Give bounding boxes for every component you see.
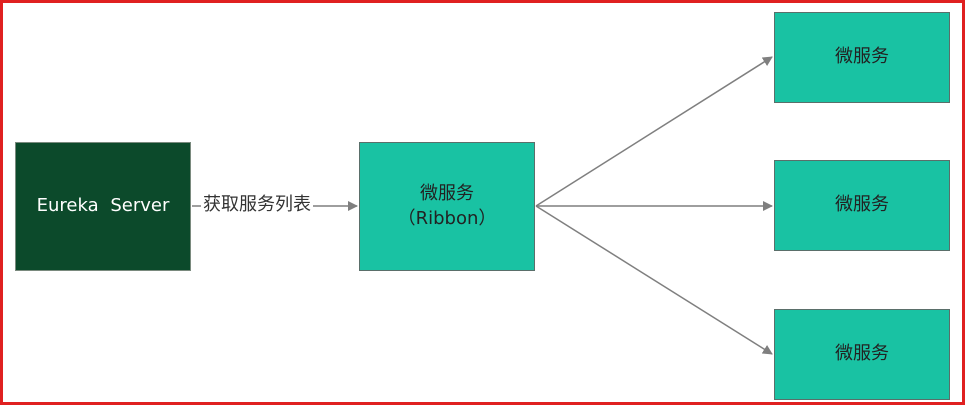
- fetch-service-list-label: 获取服务列表: [201, 192, 313, 218]
- microservice-node-2: 微服务: [774, 160, 950, 251]
- edge-ribbon-to-service-1: [535, 56, 773, 207]
- ribbon-service-subtitle: （Ribbon）: [397, 207, 497, 229]
- edge-ribbon-to-service-3: [535, 205, 773, 355]
- ribbon-service-title: 微服务: [420, 183, 474, 205]
- eureka-server-label: Eureka Server: [36, 195, 170, 217]
- ribbon-service-node: 微服务 （Ribbon）: [359, 142, 535, 271]
- microservice-node-1: 微服务: [774, 12, 950, 103]
- microservice-label-2: 微服务: [835, 194, 889, 216]
- microservice-label-3: 微服务: [835, 343, 889, 365]
- microservice-label-1: 微服务: [835, 46, 889, 68]
- microservice-node-3: 微服务: [774, 309, 950, 400]
- eureka-server-node: Eureka Server: [15, 142, 191, 271]
